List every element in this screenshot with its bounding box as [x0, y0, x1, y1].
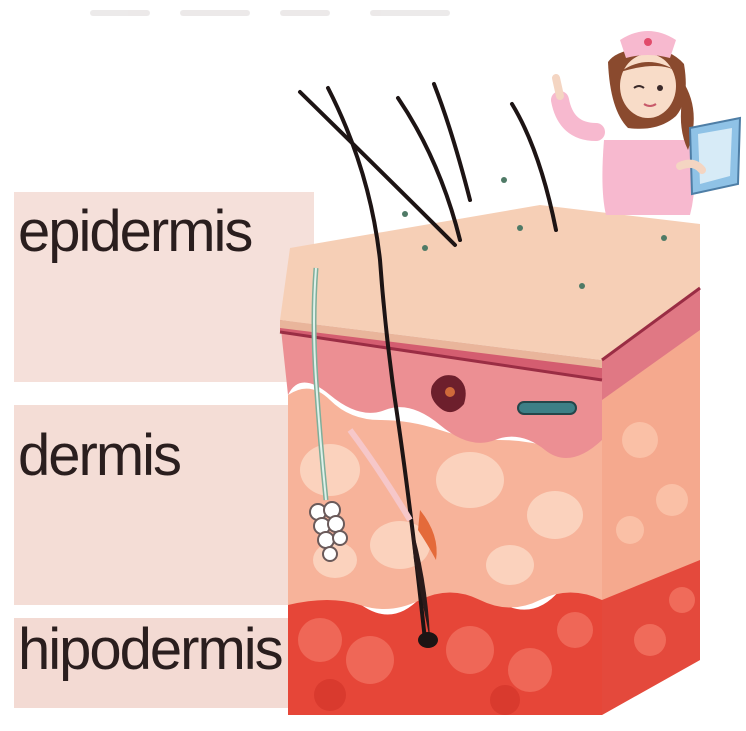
hypodermis-layer [288, 581, 602, 715]
dermis-label: dermis [18, 422, 180, 489]
hypodermis-label: hipodermis [18, 616, 282, 683]
nurse-character-icon [556, 31, 740, 215]
faded-header-marks [90, 10, 450, 16]
epidermis-label: epidermis [18, 198, 251, 265]
side-face [602, 288, 700, 715]
clipboard-icon [690, 118, 740, 194]
